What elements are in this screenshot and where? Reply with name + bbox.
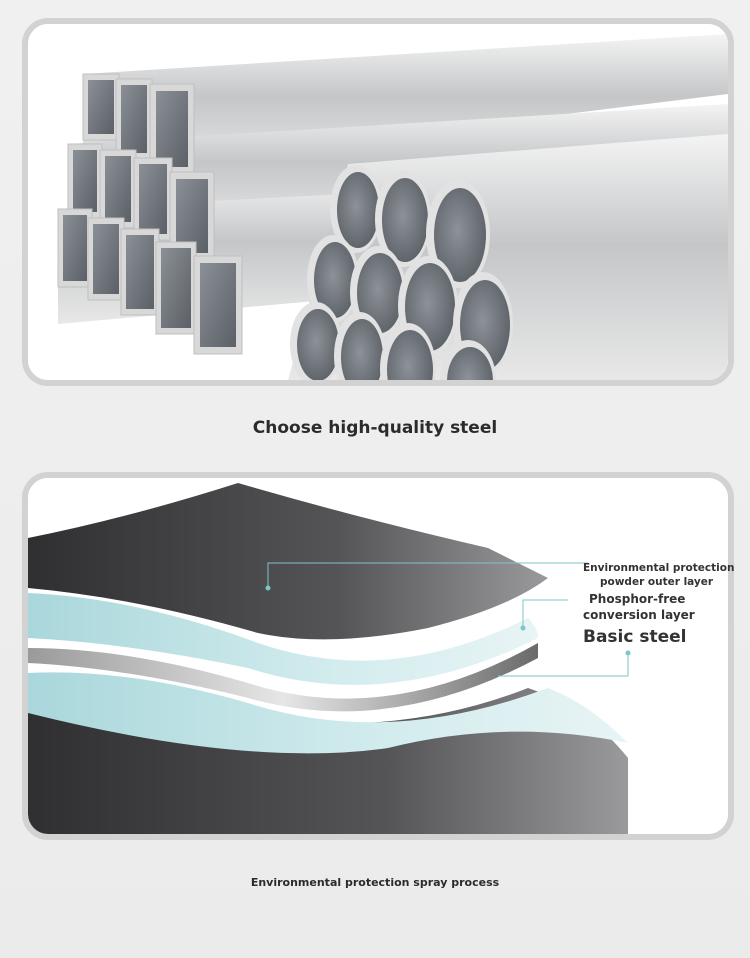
outer-layer-label-line1: Environmental protection <box>583 562 735 574</box>
top-dark-coating-layer <box>28 483 548 640</box>
phosphor-layer-label-line1: Phosphor-free <box>589 592 686 606</box>
steel-tubes-image-panel <box>22 18 734 386</box>
square-tube-ends <box>57 73 243 355</box>
top-conversion-layer <box>28 593 538 685</box>
steel-tubes-illustration <box>28 24 728 380</box>
round-tube-ends <box>290 165 513 380</box>
leader-lines <box>267 562 629 677</box>
steel-quality-caption: Choose high-quality steel <box>252 418 498 438</box>
coating-layers-panel <box>22 472 734 840</box>
basic-steel-label: Basic steel <box>583 627 687 647</box>
coating-layers-illustration <box>28 478 728 834</box>
bottom-conversion-layer <box>28 672 628 754</box>
phosphor-layer-label-line2: conversion layer <box>583 608 695 622</box>
outer-layer-label-line2: powder outer layer <box>600 576 714 588</box>
basic-steel-layer <box>28 643 538 712</box>
spray-process-caption: Environmental protection spray process <box>250 876 500 889</box>
